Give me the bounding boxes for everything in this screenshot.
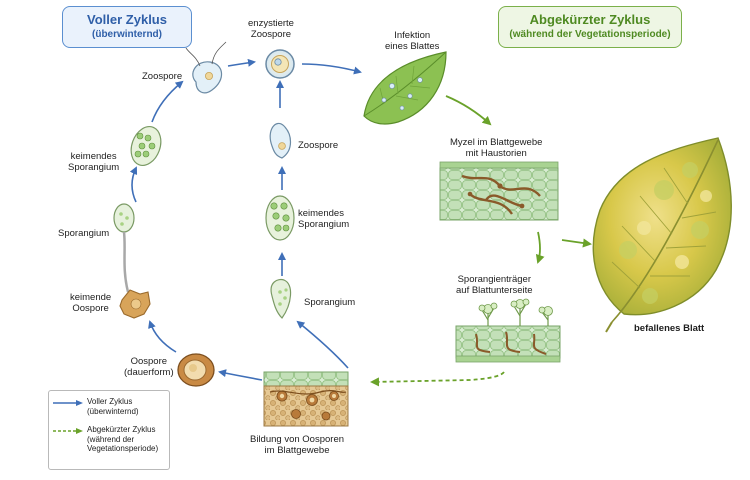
full-cycle-title: Voller Zyklus (87, 12, 167, 27)
label-sporangium-mid: Sporangium (304, 297, 356, 308)
sporangiophore-tissue (455, 298, 561, 363)
germ-sporangium-left (130, 126, 162, 166)
oospore-resting (177, 353, 215, 387)
zoospore-left-cell (185, 41, 227, 94)
sporangium-mid (270, 278, 292, 319)
zoospore-mid-cell (269, 122, 292, 159)
full-cycle-subtitle: (überwinternd) (92, 29, 162, 40)
encysted-zoospore (265, 49, 295, 79)
legend-green-arrow-icon (53, 428, 83, 434)
germ-sporangium-mid (265, 195, 295, 241)
short-cycle-arrows (370, 95, 592, 387)
mycelium-tissue (439, 161, 559, 221)
oospore-formation-tissue (263, 371, 349, 427)
label-sporangium-left: Sporangium (58, 228, 110, 239)
short-cycle-subtitle: (während der Vegetationsperiode) (509, 29, 671, 40)
label-fallen-leaf: befallenes Blatt (634, 323, 705, 334)
label-zoospore-left: Zoospore (142, 71, 183, 82)
germ-oospore (119, 289, 151, 319)
legend-blue-arrow-icon (53, 400, 83, 406)
short-cycle-header-box: Abgekürzter Zyklus (während der Vegetati… (498, 6, 682, 48)
label-oospore: Oospore(dauerform) (124, 356, 174, 378)
infection-leaf (363, 51, 447, 125)
label-zoospore-mid: Zoospore (298, 140, 339, 151)
short-cycle-title: Abgekürzter Zyklus (529, 12, 651, 27)
sporangium-left (113, 203, 135, 293)
full-cycle-arrows (129, 58, 362, 381)
full-cycle-header-box: Voller Zyklus (überwinternd) (62, 6, 192, 48)
legend: Voller Zyklus(überwinternd) Abgekürzter … (48, 390, 170, 470)
fallen-leaf (592, 137, 732, 333)
